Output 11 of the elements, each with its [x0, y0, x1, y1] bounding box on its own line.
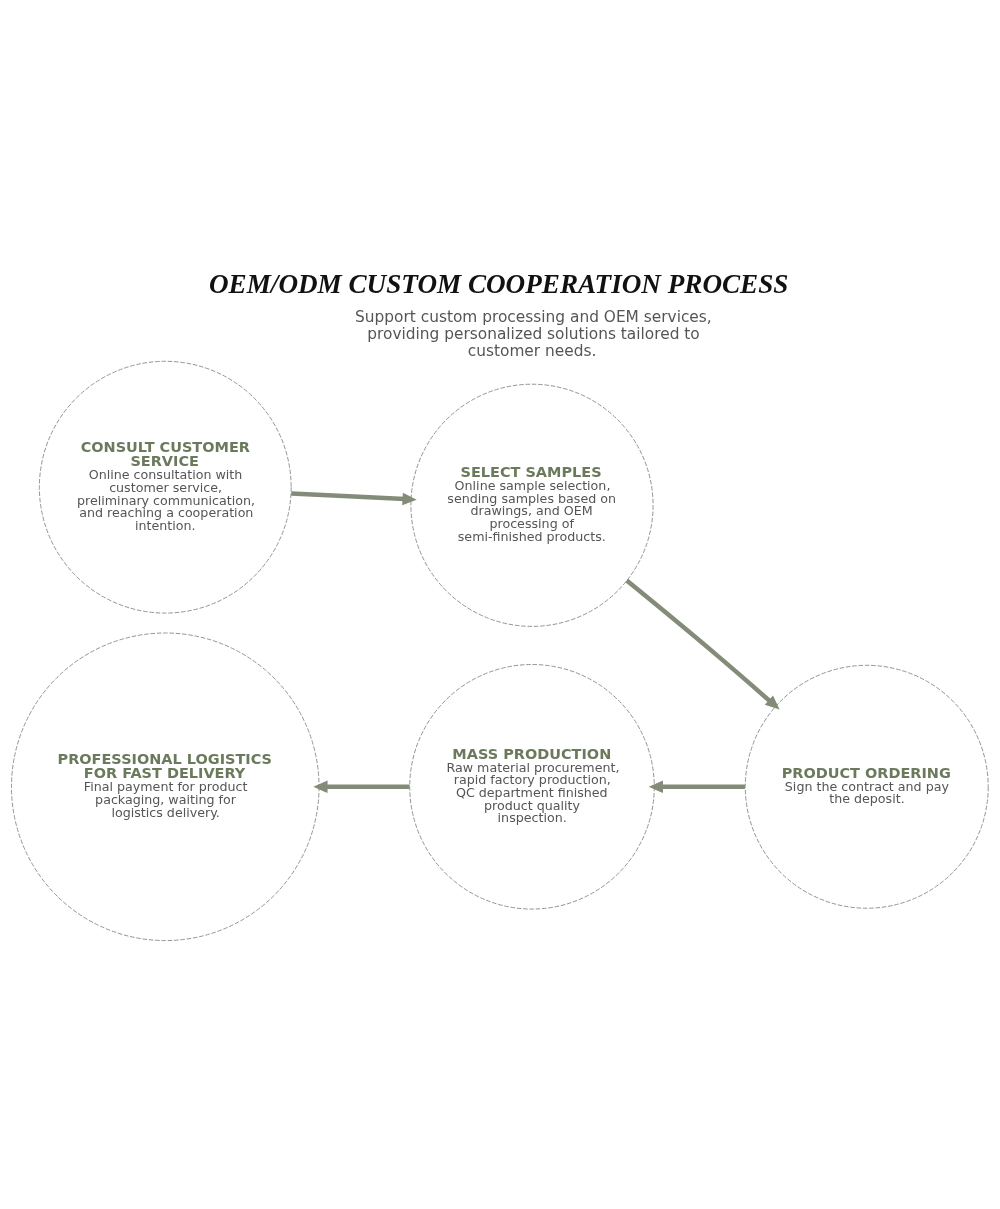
arrow: [625, 578, 780, 710]
node-circle: PRODUCT ORDERING Sign the contract and pay the deposit.: [744, 664, 989, 909]
node-circle: PROFESSIONAL LOGISTICS FOR FAST DELIVERY Final payment for product packaging, waiting for logistics delivery.: [11, 632, 320, 941]
diagram-title: OEM/ODM CUSTOM COOPERATION PROCESS: [209, 269, 789, 300]
arrow: [648, 780, 745, 794]
node-circle: CONSULT CUSTOMER SERVICE Online consultation with customer service, preliminary communication, and reaching a cooperation intention.: [38, 360, 292, 614]
node-circle: SELECT SAMPLES Online sample selection, sending samples based on drawings, and OEM processing of semi-finished products.: [410, 383, 654, 627]
node-circle: MASS PRODUCTION Raw material procurement, rapid factory production, QC department finished product quality inspection.: [409, 664, 655, 910]
label: Support custom processing and OEM services, providing personalized solutions tailored to customer needs.: [355, 307, 712, 361]
arrow: [291, 491, 417, 506]
arrow: [313, 780, 410, 794]
